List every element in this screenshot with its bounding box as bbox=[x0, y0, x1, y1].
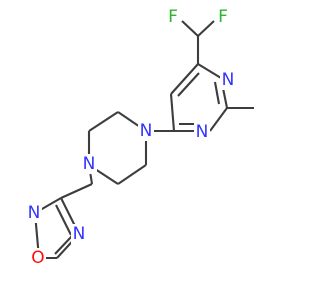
nitrogen-atom-pyrimidine-top: N bbox=[220, 70, 236, 90]
bond-piperazine-5 bbox=[117, 164, 147, 185]
nitrogen-label-pyrimidine-top: N bbox=[222, 70, 235, 90]
nitrogen-atom-pyrimidine-bottom: N bbox=[194, 122, 210, 142]
bond-pyrimidine-c4-c5 bbox=[169, 93, 176, 132]
bond-pyrimidine-n1-c2-inner bbox=[213, 81, 221, 105]
nitrogen-atom-piperazine-right: N bbox=[138, 121, 154, 141]
fluorine-label-right: F bbox=[218, 7, 228, 27]
fluorine-label-left: F bbox=[168, 7, 178, 27]
nitrogen-atom-oxadiazole-left: N bbox=[26, 203, 42, 223]
nitrogen-label-oxadiazole-left: N bbox=[28, 203, 41, 223]
nitrogen-atom-piperazine-left: N bbox=[81, 154, 97, 174]
bond-pyrimidine-c2-n3 bbox=[209, 107, 228, 132]
atom-label-layer: F F N N N N N N bbox=[26, 7, 236, 268]
molecule-structure-diagram: F F N N N N N N bbox=[26, 7, 254, 268]
nitrogen-label-pyrimidine-bottom: N bbox=[196, 122, 209, 142]
fluorine-atom-right: F bbox=[216, 7, 230, 27]
bond-oxadiazole-c3-n4-inner bbox=[55, 204, 72, 236]
nitrogen-label-oxadiazole-top: N bbox=[73, 224, 86, 244]
bond-oxadiazole-n4-c5-inner bbox=[54, 235, 73, 255]
bond-pyrimidine-c6-n1 bbox=[197, 63, 222, 79]
bond-cf-right bbox=[197, 20, 215, 37]
nitrogen-atom-oxadiazole-top: N bbox=[71, 224, 87, 244]
nitrogen-label-piperazine-right: N bbox=[140, 121, 153, 141]
oxygen-atom-oxadiazole: O bbox=[30, 248, 46, 268]
bond-ch2-oxadiazole bbox=[60, 183, 93, 199]
nitrogen-label-piperazine-left: N bbox=[83, 154, 96, 174]
bond-cf-left bbox=[181, 20, 199, 37]
bond-pyrimidine-c5-c6-inner bbox=[177, 72, 200, 97]
bond-piperazine-2 bbox=[88, 111, 119, 132]
oxygen-label-oxadiazole: O bbox=[31, 248, 44, 268]
bond-pyrimidine-c5-c6 bbox=[170, 63, 199, 95]
fluorine-atom-left: F bbox=[166, 7, 180, 27]
